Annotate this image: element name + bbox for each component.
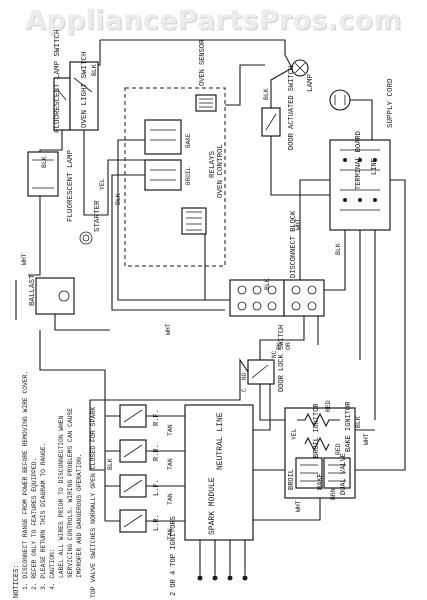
label-oven-control: OVEN CONTROL bbox=[217, 143, 225, 198]
label-oven-light-switch: OVEN LIGHT SWITCH bbox=[81, 51, 89, 128]
wire-tan-4: TAN bbox=[167, 528, 174, 540]
label-broil-valve: BROIL bbox=[288, 469, 296, 490]
label-top-valve-switches: TOP VALVE SWITCHES NORMALLY OPEN CLOSED … bbox=[90, 407, 97, 598]
label-broil-relay: BROIL bbox=[185, 167, 192, 185]
label-spark-module: SPARK MODULE bbox=[208, 477, 217, 535]
label-dual-valve: DUAL VALVE bbox=[340, 453, 348, 495]
label-bake-relay: BAKE bbox=[185, 133, 192, 148]
label-ignitors-note: 2 OR 4 TOP IGNITORS bbox=[170, 516, 178, 596]
wire-blk-right: BLK bbox=[335, 243, 342, 255]
door-lock-switch-box bbox=[247, 359, 275, 385]
label-bake-valve: BAKE bbox=[317, 473, 325, 490]
label-supply-cord: SUPPLY CORD bbox=[387, 78, 395, 128]
wire-blk-valve: BLK bbox=[355, 416, 362, 428]
label-rf: R.F. bbox=[153, 409, 161, 426]
label-neutral-line: NEUTRAL LINE bbox=[216, 412, 225, 470]
wire-blk-top: BLK bbox=[91, 64, 98, 76]
label-door-lock-switch: DOOR LOCK SWITCH bbox=[278, 325, 286, 392]
wire-no: NO bbox=[241, 372, 248, 380]
label-fluorescent-lamp-switch: FLUORESCENT LAMP SWITCH bbox=[54, 29, 62, 133]
bake-broil-section bbox=[240, 359, 406, 521]
wire-tan-2: TAN bbox=[167, 458, 174, 470]
label-line: LINE bbox=[371, 158, 379, 175]
label-lf: L.F. bbox=[153, 479, 161, 496]
label-starter: STARTER bbox=[94, 200, 102, 232]
broil-ignitor bbox=[297, 412, 340, 428]
wire-wht-left: WHT bbox=[21, 253, 28, 265]
wire-blk-center: BLK bbox=[115, 193, 122, 205]
wire-blk-valves: BLK bbox=[107, 458, 114, 470]
label-door-actuated-switch: DOOR ACTUATED SWITCH bbox=[288, 66, 296, 150]
wire-wht-valve: WHT bbox=[363, 433, 370, 445]
ballast-box bbox=[35, 277, 75, 315]
wire-wht-right: WHT bbox=[295, 218, 302, 230]
notice-4: 4. CAUTION: bbox=[49, 548, 56, 590]
wire-or: OR bbox=[285, 342, 292, 350]
label-ballast: BALLAST bbox=[29, 274, 37, 306]
label-broil-ignitor: BROIL IGNITOR bbox=[313, 403, 321, 458]
label-relays: RELAYS bbox=[209, 150, 217, 178]
bake-relay bbox=[144, 119, 182, 155]
wire-wht-bottom: WHT bbox=[295, 500, 302, 512]
notices-title: NOTICES: bbox=[13, 564, 21, 598]
bake-ignitor bbox=[304, 436, 330, 452]
terminal-board bbox=[329, 139, 391, 231]
wire-blk-left: BLK bbox=[41, 156, 48, 168]
label-fluorescent-lamp: FLUORESCENT LAMP bbox=[67, 149, 75, 222]
oven-light-switch-box bbox=[69, 61, 99, 131]
wire-tan-3: TAN bbox=[167, 493, 174, 505]
wire-wht-center: WHT bbox=[165, 323, 172, 335]
wire-tan-1: TAN bbox=[167, 424, 174, 436]
notice-4b: SERVICING CONTROLS. WIRING PROBLEMS CAN … bbox=[67, 408, 74, 578]
notice-1: 1. DISCONNECT RANGE FROM POWER BEFORE RE… bbox=[22, 371, 29, 590]
notice-4c: IMPROPER AND DANGEROUS OPERATION. bbox=[76, 453, 83, 578]
oven-control-dashed-boundary bbox=[124, 87, 226, 267]
wire-c: C bbox=[241, 388, 248, 392]
spark-module-box bbox=[184, 404, 254, 541]
wire-red-1: RED bbox=[325, 400, 332, 412]
fluorescent-section bbox=[15, 39, 286, 331]
supply-cord-plug bbox=[329, 89, 351, 111]
label-disconnect-block: DISCONNECT BLOCK bbox=[290, 210, 298, 278]
wire-yel-broil: YEL bbox=[291, 428, 298, 440]
wire-blk-cord: BLK bbox=[264, 278, 271, 290]
label-lamp: LAMP bbox=[307, 73, 315, 92]
disconnect-block-right bbox=[283, 279, 325, 317]
fluorescent-lamp-body bbox=[27, 151, 59, 197]
wire-red-2: RED bbox=[335, 443, 342, 455]
spark-section bbox=[39, 330, 285, 581]
notice-4a: LABEL ALL WIRES PRIOR TO DISCONNECTION W… bbox=[58, 415, 65, 578]
disconnect-block bbox=[229, 230, 346, 360]
watermark: AppliancePartsPros.com bbox=[25, 4, 402, 36]
label-lr: L.R. bbox=[153, 514, 161, 531]
notice-2: 2. REFER ONLY TO FEATURES EQUIPPED. bbox=[31, 458, 38, 590]
notices: NOTICES: 1. DISCONNECT RANGE FROM POWER … bbox=[13, 371, 83, 598]
wire-pk: PK bbox=[276, 342, 283, 350]
notice-3: 3. PLEASE RETURN THIS DIAGRAM TO RANGE. bbox=[40, 443, 47, 590]
wire-brn: BRN bbox=[330, 488, 337, 500]
label-bake-ignitor: BAKE IGNITOR bbox=[345, 401, 353, 452]
disconnect-block-left bbox=[229, 279, 285, 317]
broil-relay bbox=[144, 159, 182, 191]
wire-yel: YEL bbox=[99, 178, 106, 190]
power-section bbox=[261, 54, 406, 420]
wire-blk-lamp: BLK bbox=[263, 88, 270, 100]
oven-control-section bbox=[107, 64, 265, 311]
label-oven-sensor: OVEN SENSOR bbox=[199, 39, 207, 86]
label-terminal-board: TERMINAL BOARD bbox=[355, 131, 363, 190]
wire-nc: NC bbox=[271, 350, 278, 358]
label-rr: R.R. bbox=[153, 444, 161, 461]
